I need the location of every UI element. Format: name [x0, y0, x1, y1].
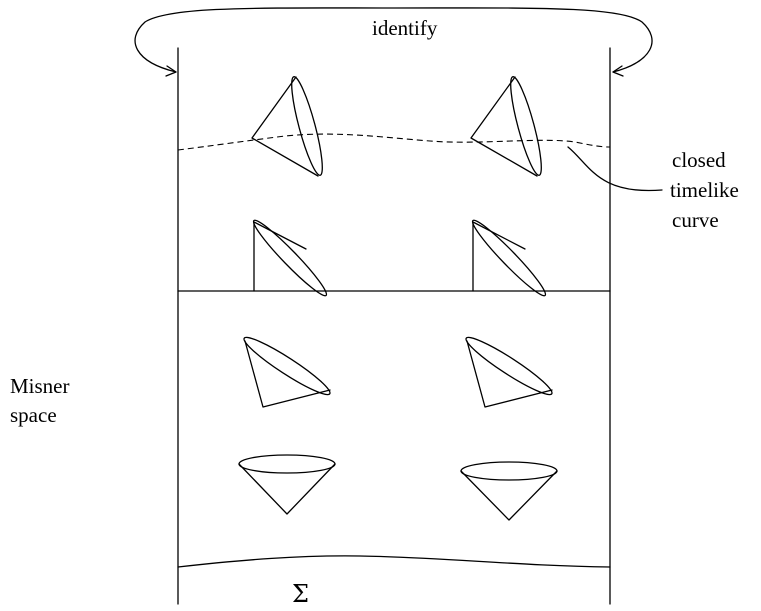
- light-cone-top-left: [251, 76, 323, 177]
- ctc-leader-line: [567, 146, 663, 192]
- light-cone-top-right: [470, 76, 542, 177]
- identify-right-arrowhead: [612, 65, 624, 77]
- closed-timelike-curve: [177, 133, 611, 151]
- light-cone-bottom-left: [238, 454, 336, 515]
- misner-label-line1: Misner: [10, 374, 70, 398]
- ctc-label-line3: curve: [672, 208, 719, 232]
- light-cone-lower-right: [465, 336, 553, 408]
- light-cone-horizon-right: [471, 219, 547, 297]
- light-cone-bottom-right: [460, 461, 558, 521]
- sigma-surface: [177, 555, 611, 568]
- ctc-label-line2: timelike: [670, 178, 739, 202]
- identify-loop-arrow: [134, 7, 653, 73]
- identify-label: identify: [372, 16, 438, 40]
- misner-label-line2: space: [10, 403, 57, 427]
- identify-left-arrowhead: [165, 65, 177, 77]
- ctc-label-line1: closed: [672, 148, 726, 172]
- light-cone-lower-left: [243, 336, 331, 408]
- sigma-label: Σ: [292, 580, 309, 608]
- light-cone-horizon-left: [252, 219, 328, 297]
